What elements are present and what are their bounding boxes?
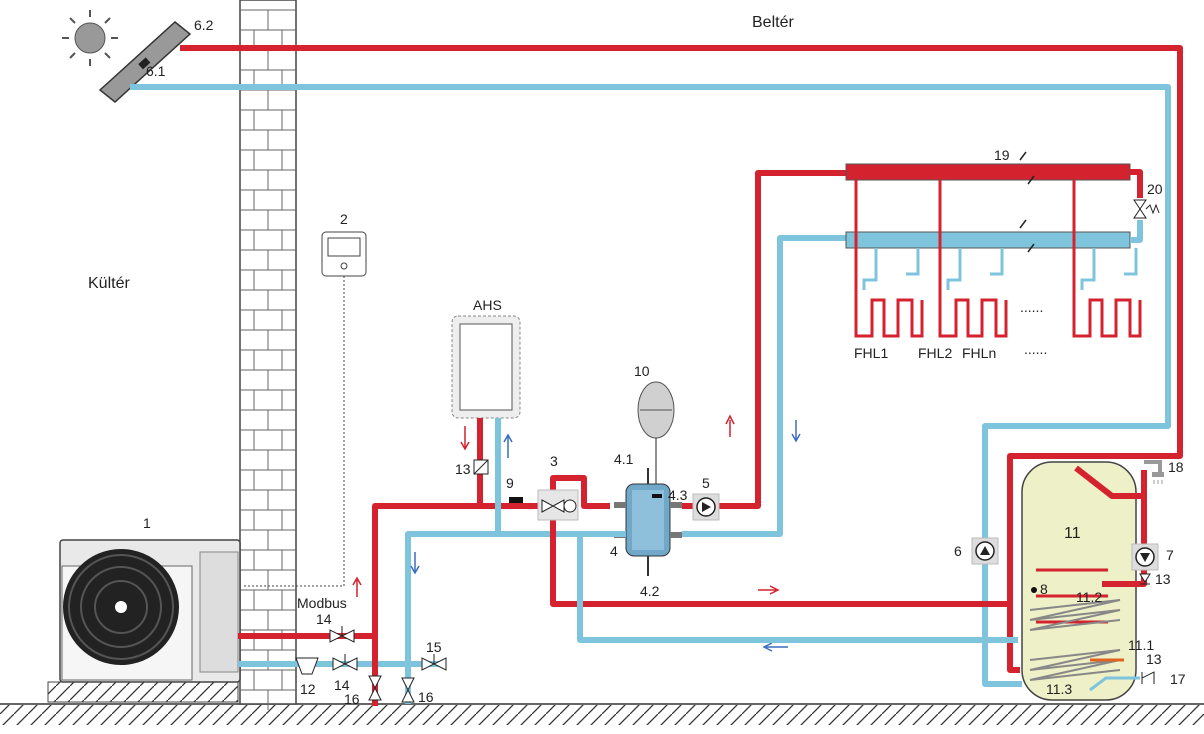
label-solar-out: 6.2 — [194, 17, 214, 33]
pump-7 — [1131, 543, 1159, 571]
three-way-valve — [537, 489, 579, 521]
label-tank: 11 — [1064, 525, 1081, 542]
shower-18 — [1144, 460, 1164, 484]
bypass-cold — [1130, 220, 1143, 243]
label-controller: 2 — [340, 211, 348, 227]
hot-to-manifold — [682, 170, 846, 509]
dhw-hot-out — [1074, 465, 1147, 548]
valve-14-b — [332, 654, 358, 671]
check-valve-13-recirc — [1139, 573, 1151, 585]
valve-16-a — [368, 675, 382, 701]
pump-5 — [692, 493, 720, 521]
label-modbus: Modbus — [297, 595, 347, 611]
check-valve-13-ahs — [473, 459, 489, 475]
label-pump-5: 5 — [702, 475, 710, 491]
brick-wall — [239, 0, 297, 710]
label-solar-in: 6.1 — [146, 63, 166, 79]
label-tank-coil-3: 11.3 — [1046, 681, 1072, 697]
label-check-13-c: 13 — [1146, 651, 1162, 667]
check-valve-13-inlet — [1141, 671, 1155, 684]
ground — [0, 703, 1204, 725]
label-buffer-sensor: 4.3 — [668, 487, 688, 503]
sensor-9 — [509, 497, 523, 503]
pump-6 — [971, 537, 999, 565]
label-inlet: 17 — [1170, 671, 1186, 687]
cold-from-tank — [577, 534, 1018, 643]
label-bypass: 20 — [1147, 181, 1163, 197]
label-expansion: 10 — [634, 363, 650, 379]
floor-heating-loops — [854, 180, 1142, 338]
label-valve-14-b: 14 — [334, 677, 350, 693]
wired-controller — [321, 231, 367, 277]
hot-to-tank — [550, 506, 1010, 607]
ahs-arrow-up — [503, 433, 513, 458]
tank-coils — [1029, 599, 1121, 681]
label-sensor-8: 8 — [1040, 581, 1048, 597]
valve-14-a — [329, 626, 355, 643]
cold-from-manifold — [682, 235, 846, 537]
valve-15 — [421, 654, 447, 671]
bypass-hot — [1130, 169, 1143, 198]
label-pump-6: 6 — [954, 543, 962, 559]
label-sensor-9: 9 — [506, 475, 514, 491]
floor-heating-loop — [938, 180, 1008, 338]
auxiliary-heat-source — [451, 315, 521, 419]
label-buffer: 4 — [610, 543, 618, 559]
label-tank-coil-2: 11.2 — [1076, 589, 1102, 605]
label-fhln: FHLn — [962, 345, 996, 361]
buffer-tank — [614, 468, 682, 576]
sensor-8 — [1031, 587, 1037, 593]
label-shower: 18 — [1168, 459, 1184, 475]
label-dots-a: ...... — [1020, 299, 1043, 315]
label-unit: 1 — [143, 515, 151, 531]
solar-hot-pipe — [180, 45, 1183, 673]
label-filter: 12 — [300, 681, 316, 697]
label-check-13-b: 13 — [1155, 571, 1171, 587]
label-manifold: 19 — [994, 147, 1010, 163]
label-three-way-valve: 3 — [550, 453, 558, 469]
hot-to-buffer — [550, 475, 610, 509]
sun-icon — [62, 10, 118, 66]
label-valve-16-b: 16 — [418, 689, 434, 705]
label-pump-7: 7 — [1166, 547, 1174, 563]
flow-arrows — [352, 414, 801, 652]
label-valve-16-a: 16 — [344, 691, 360, 707]
floor-heating-loop — [854, 180, 924, 338]
area-outdoor: Kültér — [88, 275, 130, 292]
label-tank-coil-1: 11.1 — [1128, 637, 1154, 653]
valve-16-b — [401, 677, 415, 703]
manifold-supply — [845, 151, 1131, 185]
label-fhl2: FHL2 — [918, 345, 952, 361]
label-buffer-drain: 4.2 — [640, 583, 660, 599]
label-dots-b: ...... — [1024, 341, 1047, 357]
area-indoor: Beltér — [752, 14, 794, 31]
cold-inlet-pipe — [1089, 676, 1140, 692]
modbus-cable — [244, 276, 345, 587]
solar-panel — [98, 21, 192, 103]
filter-12 — [295, 657, 319, 675]
label-valve-14-a: 14 — [316, 611, 332, 627]
label-fhl1: FHL1 — [854, 345, 888, 361]
floor-heating-loop — [1072, 180, 1142, 338]
ahs-arrow-down — [460, 426, 470, 451]
label-ahs: AHS — [473, 297, 502, 313]
expansion-vessel — [637, 381, 675, 484]
label-valve-15: 15 — [426, 639, 442, 655]
heat-pump-unit — [47, 539, 241, 703]
manifold-return — [845, 219, 1131, 253]
bypass-valve-20 — [1133, 199, 1160, 219]
label-check-13-a: 13 — [455, 461, 471, 477]
solar-cold-pipe — [130, 84, 1171, 687]
label-buffer-air: 4.1 — [614, 451, 634, 467]
